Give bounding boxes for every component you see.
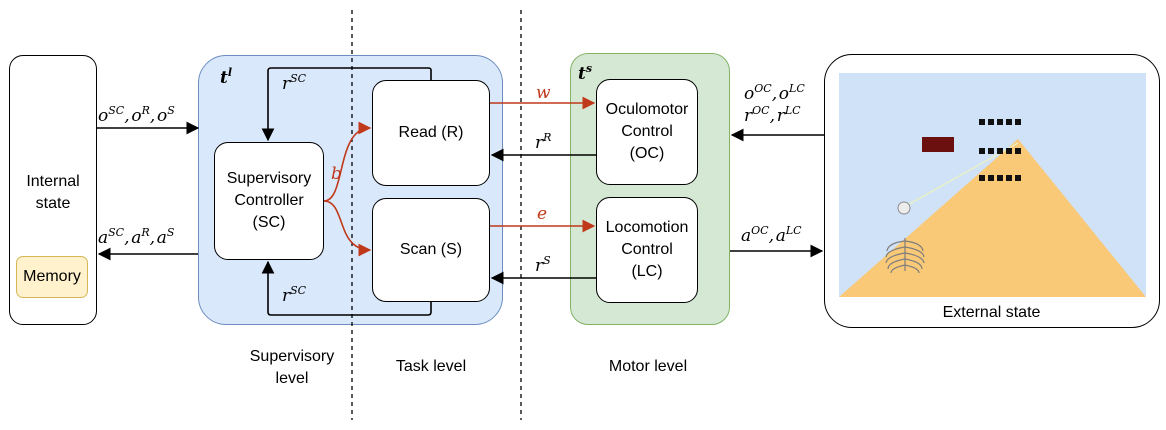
supervisory-level-line2: level — [275, 370, 309, 387]
supervisory-time-label: tl — [220, 66, 233, 88]
supervisory-level-line1: Supervisory — [249, 348, 335, 365]
oc-label-line3: (OC) — [629, 145, 665, 162]
external-state-box: External state — [824, 54, 1160, 328]
scan-reward-label: rSC — [282, 284, 307, 306]
external-observation-label: oOC, oLC — [744, 82, 805, 104]
motor-level-caption: Motor level — [608, 358, 688, 375]
internal-state-label-line2: state — [35, 195, 71, 212]
oc-label-line2: Control — [621, 123, 673, 140]
ribcage-agent-icon — [885, 238, 926, 274]
text-row-3 — [979, 175, 1022, 182]
environment-scene — [839, 73, 1147, 298]
motor-time-label: ts — [578, 62, 593, 84]
scan-task-label: Scan (S) — [399, 241, 463, 258]
branch-label: b — [331, 164, 342, 184]
memory-box: Memory — [16, 256, 88, 298]
observation-label: oSC, oR, oS — [98, 104, 175, 126]
external-reward-label: rOC, rLC — [744, 104, 801, 126]
memory-label: Memory — [23, 268, 81, 285]
e-label: e — [537, 204, 548, 224]
supervisory-level-caption: Supervisory level — [230, 346, 354, 390]
internal-state-label-line1: Internal — [26, 173, 80, 190]
sand-pyramid — [839, 139, 1147, 298]
action-label: aSC, aR, aS — [98, 226, 175, 248]
w-label: w — [536, 83, 551, 103]
read-task-box: Read (R) — [372, 80, 490, 186]
sc-label-line2: Controller — [234, 192, 304, 209]
oculomotor-control-box: Oculomotor Control (OC) — [596, 79, 698, 185]
oc-label-line1: Oculomotor — [605, 101, 689, 118]
r-scan-label: rS — [535, 254, 551, 276]
sc-label-line3: (SC) — [252, 214, 286, 231]
gaze-point-ball — [897, 201, 911, 215]
supervisory-controller-box: Supervisory Controller (SC) — [214, 142, 324, 260]
internal-state-box: Internal state Memory — [9, 55, 97, 325]
r-read-label: rR — [535, 131, 552, 153]
locomotion-control-box: Locomotion Control (LC) — [596, 197, 698, 303]
lc-label-line2: Control — [621, 241, 673, 258]
read-task-label: Read (R) — [398, 124, 464, 141]
read-reward-label: rSC — [282, 72, 307, 94]
distant-target-marker — [922, 137, 955, 153]
text-row-1 — [979, 119, 1022, 126]
lc-label-line3: (LC) — [631, 263, 663, 280]
sc-label-line1: Supervisory — [226, 170, 312, 187]
lc-label-line1: Locomotion — [605, 219, 689, 236]
external-action-label: aOC, aLC — [741, 224, 802, 246]
external-state-label: External state — [942, 304, 1041, 321]
task-level-caption: Task level — [395, 358, 467, 375]
text-row-2 — [979, 148, 1022, 155]
scan-task-box: Scan (S) — [372, 198, 490, 302]
